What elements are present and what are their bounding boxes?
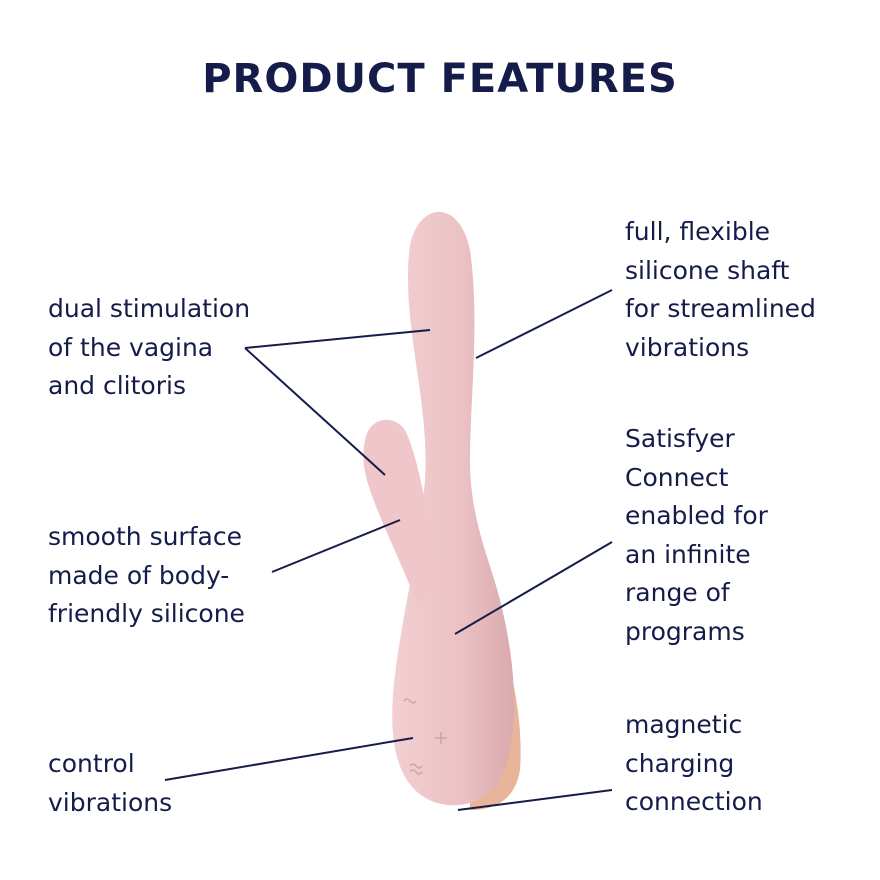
leader-dual-a bbox=[244, 329, 431, 349]
double-wave-icon bbox=[409, 763, 423, 775]
feature-smooth-surface: smooth surface made of body- friendly si… bbox=[48, 522, 245, 628]
feature-satisfyer-connect: Satisfyer Connect enabled for an infinit… bbox=[625, 424, 768, 646]
feature-dual-stimulation: dual stimulation of the vagina and clito… bbox=[48, 294, 251, 400]
clitoral-arm bbox=[363, 419, 440, 610]
leader-shaft bbox=[475, 289, 613, 359]
feature-control-vibrations: control vibrations bbox=[48, 749, 173, 817]
wave-icon bbox=[403, 698, 417, 704]
page-title: PRODUCT FEATURES bbox=[202, 56, 678, 102]
leader-control bbox=[164, 737, 414, 781]
control-icons bbox=[403, 698, 447, 775]
leader-surface bbox=[271, 519, 401, 573]
leader-dual-b bbox=[244, 347, 386, 476]
feature-flexible-shaft: full, flexible silicone shaft for stream… bbox=[625, 217, 816, 362]
leader-charging bbox=[457, 789, 613, 811]
main-shaft bbox=[392, 211, 515, 806]
feature-magnetic-charging: magnetic charging connection bbox=[625, 710, 763, 816]
leader-connect bbox=[454, 541, 613, 635]
